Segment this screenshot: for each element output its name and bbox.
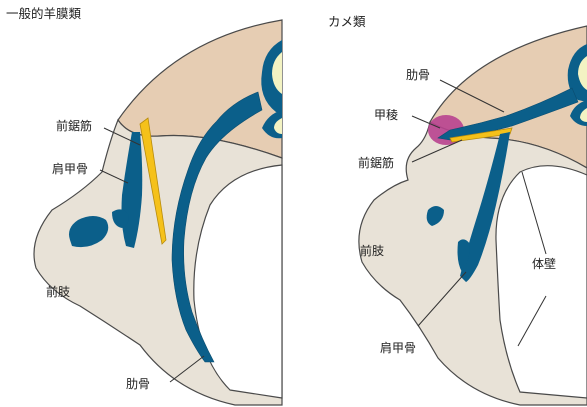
turtle-rib-label: 肋骨 (406, 67, 430, 82)
turtle-serratus-label: 前鋸筋 (358, 155, 394, 170)
amniote-panel-title: 一般的羊膜類 (6, 6, 82, 21)
turtle-forelimb-label: 前肢 (360, 243, 384, 258)
turtle-body-cavity (496, 166, 587, 398)
turtle-panel: カメ類 肋骨 甲稜 前鋸筋 前肢 体壁 肩甲骨 (328, 14, 587, 405)
amniote-serratus-label: 前鋸筋 (56, 118, 92, 133)
turtle-carapace-ridge-label: 甲稜 (374, 108, 398, 122)
amniote-panel: 一般的羊膜類 前鋸筋 肩甲骨 前肢 肋骨 (6, 6, 282, 405)
turtle-panel-title: カメ類 (328, 14, 366, 29)
amniote-scapula-label: 肩甲骨 (52, 161, 88, 176)
amniote-forelimb-label: 前肢 (46, 284, 70, 299)
turtle-scapula-label: 肩甲骨 (380, 340, 416, 355)
amniote-rib-label: 肋骨 (126, 376, 150, 391)
turtle-body-wall-label: 体壁 (532, 256, 556, 271)
